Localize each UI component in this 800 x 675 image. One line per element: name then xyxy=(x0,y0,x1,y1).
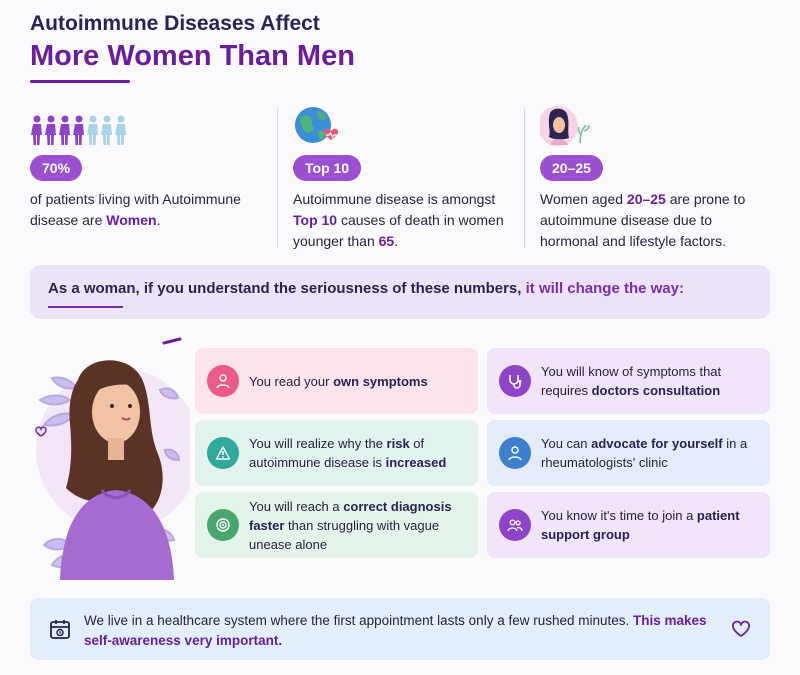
card-advocate: You can advocate for yourself in a rheum… xyxy=(487,420,770,486)
stat-divider xyxy=(524,108,525,248)
card-text: You read your own symptoms xyxy=(249,373,428,389)
target-icon xyxy=(207,509,239,541)
title-underline xyxy=(30,80,130,83)
card-risk-increased: You will realize why the risk of autoimm… xyxy=(195,420,478,486)
card-correct-diagnosis: You will reach a correct diagnosis faste… xyxy=(195,492,478,558)
card-doctor-consultation: You will know of symptoms that requires … xyxy=(487,348,770,414)
globe-heart-icon xyxy=(293,105,523,147)
women-figures-icon xyxy=(30,105,260,147)
banner-underline xyxy=(48,306,123,308)
card-text: You know it's time to join a patient sup… xyxy=(541,508,740,542)
card-text: You will know of symptoms that requires … xyxy=(541,364,722,398)
stat-age-range: 20–25 Women aged 20–25 are prone to auto… xyxy=(540,105,770,252)
stat-women-share: 70% of patients living with Autoimmune d… xyxy=(30,105,260,231)
title-line-1: Autoimmune Diseases Affect xyxy=(30,12,320,35)
stat-badge: 20–25 xyxy=(540,155,603,181)
footer-note: We live in a healthcare system where the… xyxy=(30,598,770,660)
stat-badge: Top 10 xyxy=(293,155,362,181)
woman-illustration xyxy=(30,330,200,580)
group-icon xyxy=(499,509,531,541)
calendar-icon xyxy=(48,617,72,646)
card-text: You can advocate for yourself in a rheum… xyxy=(541,436,748,470)
user-icon xyxy=(499,437,531,469)
card-read-symptoms: You read your own symptoms xyxy=(195,348,478,414)
card-text: You will reach a correct diagnosis faste… xyxy=(249,498,452,552)
heart-icon xyxy=(731,620,751,643)
stat-badge: 70% xyxy=(30,155,83,181)
stat-top-ten: Top 10 Autoimmune disease is amongst Top… xyxy=(293,105,523,252)
warning-icon xyxy=(207,437,239,469)
stat-divider xyxy=(277,108,278,248)
card-support-group: You know it's time to join a patient sup… xyxy=(487,492,770,558)
card-text: You will realize why the risk of autoimm… xyxy=(249,436,447,470)
stat-description: Women aged 20–25 are prone to autoimmune… xyxy=(540,191,746,249)
woman-portrait-icon xyxy=(540,105,770,147)
stat-description: Autoimmune disease is amongst Top 10 cau… xyxy=(293,191,504,249)
footer-text: We live in a healthcare system where the… xyxy=(84,613,707,648)
title-line-2: More Women Than Men xyxy=(30,40,355,72)
stethoscope-icon xyxy=(499,365,531,397)
callout-banner: As a woman, if you understand the seriou… xyxy=(30,265,770,319)
stat-description: of patients living with Autoimmune disea… xyxy=(30,191,241,228)
banner-text: As a woman, if you understand the seriou… xyxy=(48,280,684,297)
user-icon xyxy=(207,365,239,397)
